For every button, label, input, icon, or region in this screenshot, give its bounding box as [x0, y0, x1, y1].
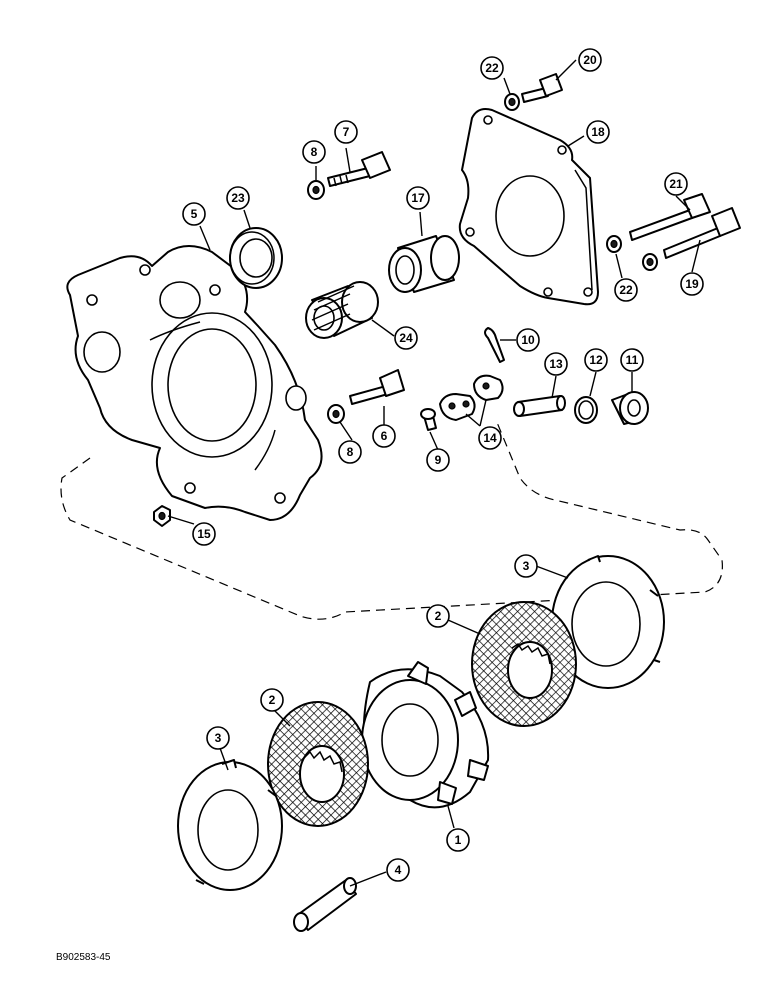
svg-text:3: 3	[523, 559, 530, 573]
callout-9: 9	[426, 448, 450, 472]
callout-2b: 2	[426, 604, 450, 628]
callout-4: 4	[386, 858, 410, 882]
callout-20: 20	[578, 48, 602, 72]
svg-text:2: 2	[435, 609, 442, 623]
callout-8b: 8	[338, 440, 362, 464]
callout-7: 7	[334, 120, 358, 144]
svg-text:1: 1	[455, 833, 462, 847]
svg-text:8: 8	[311, 145, 318, 159]
drawing-code: B902583-45	[56, 952, 111, 963]
callout-13: 13	[544, 352, 568, 376]
bolt-21-part	[629, 193, 711, 241]
callout-24: 24	[394, 326, 418, 350]
friction-disc-2b-part	[471, 601, 577, 727]
ring-12-part	[574, 396, 598, 424]
plug-11-part	[611, 391, 649, 425]
leader-lines	[167, 59, 701, 887]
svg-text:17: 17	[411, 191, 425, 205]
callout-5: 5	[182, 202, 206, 226]
callout-19: 19	[680, 272, 704, 296]
callout-3a: 3	[206, 726, 230, 750]
callout-8a: 8	[302, 140, 326, 164]
seal-part	[229, 227, 283, 289]
svg-text:15: 15	[197, 527, 211, 541]
svg-text:7: 7	[343, 125, 350, 139]
callout-18: 18	[586, 120, 610, 144]
bolt-6-part	[349, 369, 405, 405]
svg-text:10: 10	[521, 333, 535, 347]
callout-12: 12	[584, 348, 608, 372]
assembly-dashed-outline	[60, 419, 723, 620]
washer-8b-part	[327, 404, 345, 424]
callout-21: 21	[664, 172, 688, 196]
svg-text:14: 14	[483, 431, 497, 445]
callout-22b: 22	[614, 278, 638, 302]
svg-text:22: 22	[619, 283, 633, 297]
svg-text:21: 21	[669, 177, 683, 191]
callout-6: 6	[372, 424, 396, 448]
svg-text:19: 19	[685, 277, 699, 291]
nut-15-part	[153, 505, 171, 527]
svg-text:23: 23	[231, 191, 245, 205]
svg-text:6: 6	[381, 429, 388, 443]
svg-text:18: 18	[591, 125, 605, 139]
callout-3b: 3	[514, 554, 538, 578]
svg-text:13: 13	[549, 357, 563, 371]
callout-11: 11	[620, 348, 644, 372]
housing-part	[66, 245, 323, 521]
svg-text:24: 24	[399, 331, 413, 345]
callout-1: 1	[446, 828, 470, 852]
bolt-19-part	[663, 207, 741, 259]
bolt-20-part	[521, 73, 563, 103]
callout-17: 17	[406, 186, 430, 210]
svg-text:12: 12	[589, 353, 603, 367]
washer-19-part	[642, 253, 658, 271]
pin-13-part	[513, 395, 566, 417]
cotter-pin-part	[484, 327, 505, 363]
svg-text:9: 9	[435, 453, 442, 467]
svg-text:2: 2	[269, 693, 276, 707]
callout-15: 15	[192, 522, 216, 546]
svg-text:3: 3	[215, 731, 222, 745]
svg-text:4: 4	[395, 863, 402, 877]
callout-14: 14	[478, 426, 502, 450]
separator-plate-3b-part	[551, 555, 665, 689]
separator-plate-3a-part	[177, 759, 283, 891]
svg-text:22: 22	[485, 61, 499, 75]
bushing-part	[388, 235, 460, 293]
callout-22a: 22	[480, 56, 504, 80]
washer-22b-part	[606, 235, 622, 253]
link-plates-part	[439, 374, 504, 421]
washer-8a-part	[307, 180, 325, 200]
svg-text:5: 5	[191, 207, 198, 221]
splined-coupler-part	[305, 281, 379, 339]
friction-disc-2a-part	[267, 701, 369, 827]
bolt-7-part	[327, 151, 391, 187]
svg-text:8: 8	[347, 445, 354, 459]
svg-text:20: 20	[583, 53, 597, 67]
callout-2a: 2	[260, 688, 284, 712]
pin-9-part	[420, 408, 437, 431]
washer-22a-part	[504, 93, 520, 111]
callout-23: 23	[226, 186, 250, 210]
svg-text:11: 11	[626, 353, 639, 367]
cover-plate-part	[458, 108, 599, 306]
callout-10: 10	[516, 328, 540, 352]
actuator-assembly-part	[361, 661, 490, 809]
pin-4-part	[293, 877, 357, 932]
